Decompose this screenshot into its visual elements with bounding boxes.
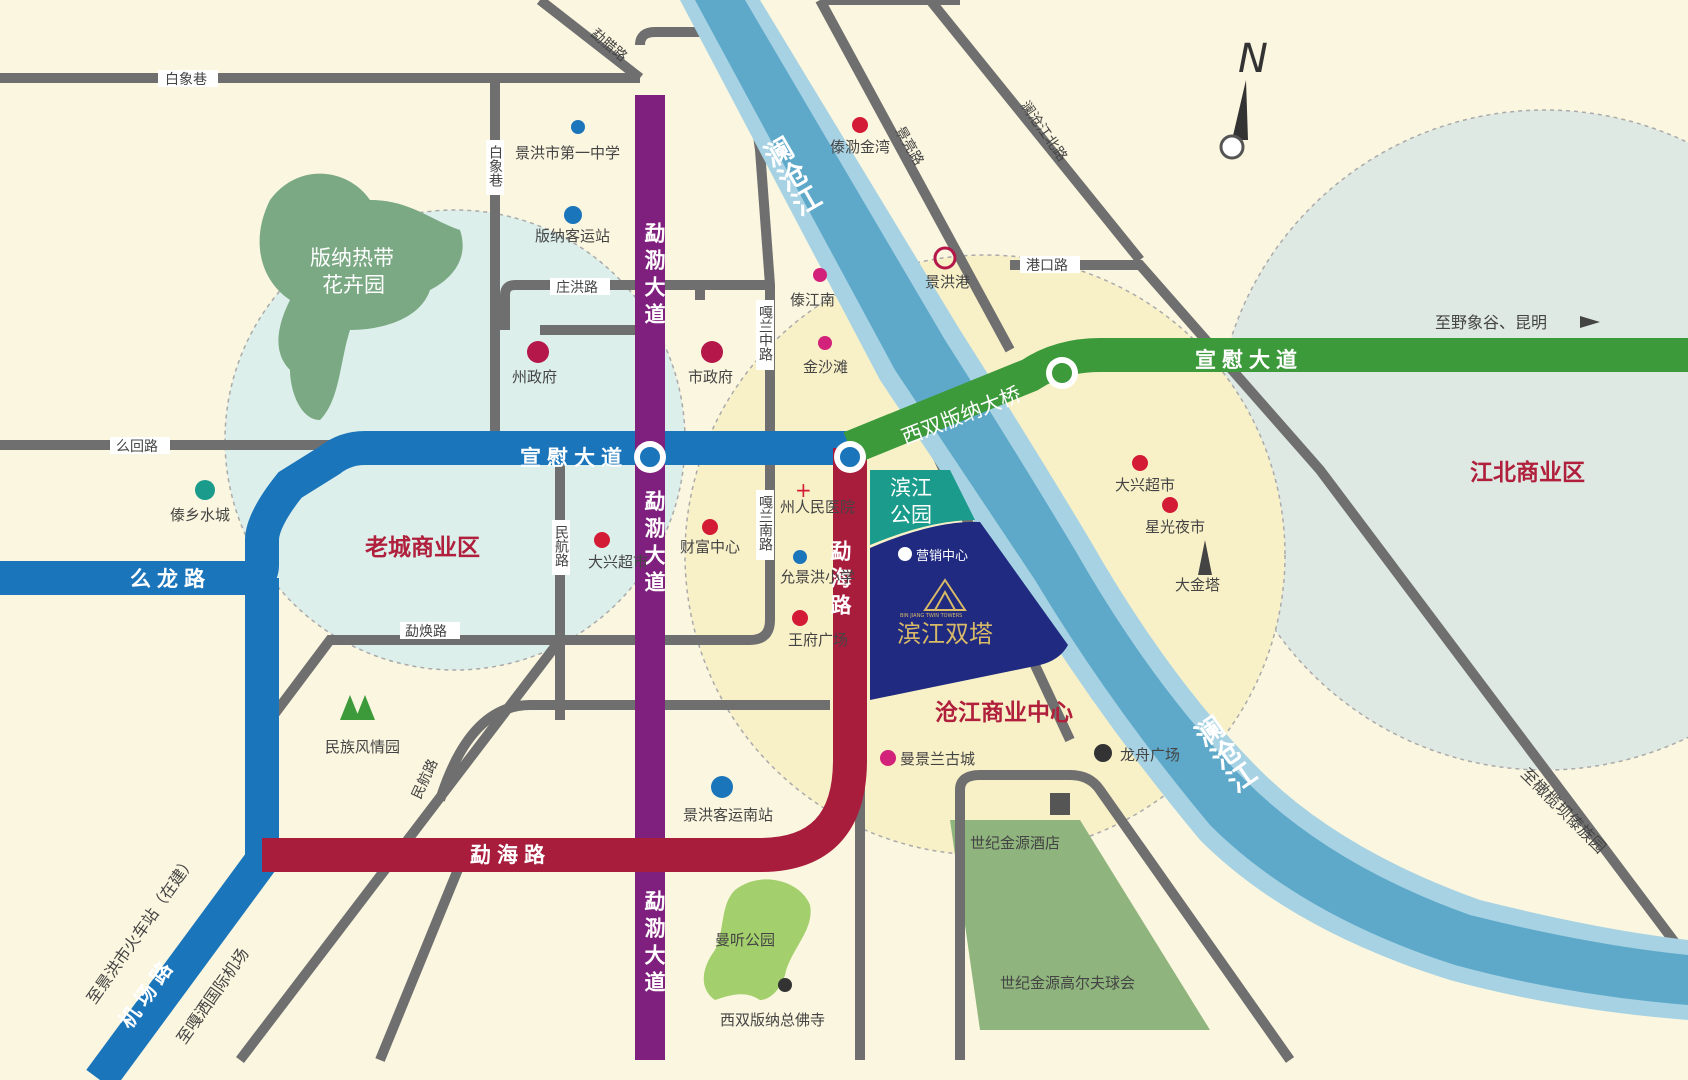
poi-hospital: 州人民医院	[780, 498, 855, 516]
food-icon	[813, 268, 827, 282]
xuanwei-avenue-route	[0, 431, 850, 595]
school-icon	[793, 550, 807, 564]
sales-center-label: 营销中心	[916, 549, 968, 564]
mengla-label-3: 勐泐大道	[642, 890, 666, 998]
poi-manting-park: 曼听公园	[715, 931, 775, 949]
road-baixiang-h: 白象巷	[165, 72, 207, 88]
poi-xingguang: 星光夜市	[1145, 518, 1205, 536]
project-logo-icon	[923, 578, 967, 611]
bus-icon	[711, 776, 733, 798]
road-menghuan: 勐焕路	[405, 623, 447, 640]
xuanwei-west-label: 宣慰大道	[520, 446, 628, 470]
shop-icon	[702, 519, 718, 535]
poi-dajinta: 大金塔	[1175, 576, 1220, 594]
poi-markers: 景洪市第一中学 版纳客运站 州政府 市政府 傣江南 金沙滩 傣泐金湾 景洪港 +…	[170, 117, 1220, 1029]
road-yaohui: 么回路	[116, 439, 158, 455]
road-minhang: 民航路	[553, 525, 569, 567]
compass-needle-icon	[1232, 80, 1248, 140]
old-city-district-label: 老城商业区	[364, 534, 480, 561]
poi-daimeng-jinwan: 傣泐金湾	[830, 138, 890, 156]
jiangbei-district-label: 江北商业区	[1470, 459, 1585, 486]
menghai-road-route	[262, 448, 867, 872]
compass-base-icon	[1219, 134, 1245, 160]
poi-daijiangnan: 傣江南	[790, 291, 835, 309]
tropical-garden-shape	[259, 173, 463, 420]
menghai-horizontal-label: 勐海路	[470, 843, 551, 867]
compass: N	[1219, 36, 1268, 160]
tropical-garden-label-2: 花卉园	[322, 273, 385, 297]
food-icon	[880, 750, 896, 766]
sales-center-icon	[898, 547, 912, 561]
port-wheel-icon	[933, 246, 957, 270]
menghai-vertical-label: 勐海路	[828, 540, 852, 621]
riverside-park-label-1: 滨江	[890, 476, 932, 500]
poi-golf: 世纪金源高尔夫球会	[1000, 974, 1135, 992]
gov-star-icon	[701, 341, 723, 363]
poi-manjinglan: 曼景兰古城	[900, 750, 975, 768]
riverside-park-label-2: 公园	[890, 503, 932, 527]
jiangbei-zone	[1214, 109, 1688, 771]
dragon-boat-icon	[1094, 744, 1112, 762]
tree-icon	[340, 695, 375, 720]
golf-course-shape	[950, 820, 1210, 1030]
poi-school: 景洪市第一中学	[515, 144, 620, 162]
poi-zhou-gov: 州政府	[512, 368, 557, 386]
poi-wangfu: 王府广场	[788, 631, 848, 649]
hotel-icon	[1050, 793, 1070, 815]
shop-icon	[1162, 497, 1178, 513]
poi-yunjinghong: 允景洪小学	[780, 568, 855, 586]
shop-icon	[594, 532, 610, 548]
xuanwei-east-label: 宣慰大道	[1195, 348, 1303, 372]
poi-daxing-1: 大兴超市	[588, 553, 648, 571]
manting-park-shape	[703, 879, 811, 1000]
road-baixiang-v: 白象巷	[487, 145, 503, 187]
temple-icon	[778, 978, 792, 992]
shop-icon	[852, 117, 868, 133]
project-name-label: 滨江双塔	[897, 620, 993, 648]
project-en-label: BIN JIANG TWIN TOWERS	[900, 613, 962, 619]
shop-icon	[792, 610, 808, 626]
mengla-label-2: 勐泐大道	[642, 490, 666, 598]
poi-buddha-temple: 西双版纳总佛寺	[720, 1011, 825, 1029]
poi-south-bus: 景洪客运南站	[683, 806, 773, 824]
mengla-label-1: 勐泐大道	[642, 222, 666, 330]
road-galan-nan: 嘎兰南路	[757, 495, 773, 551]
bus-icon	[564, 206, 582, 224]
arrow-right-icon	[1580, 316, 1600, 328]
junction-markers	[634, 357, 1078, 473]
hospital-cross-icon: +	[795, 478, 812, 502]
cangjiang-district-label: 沧江商业中心	[935, 699, 1073, 726]
shop-icon	[1132, 455, 1148, 471]
project-site-area	[870, 521, 1068, 700]
gov-star-icon	[527, 341, 549, 363]
food-icon	[818, 336, 832, 350]
dest-kunming: 至野象谷、昆明	[1435, 313, 1547, 332]
poi-caifu: 财富中心	[680, 538, 740, 556]
road-galan-zhong: 嘎兰中路	[757, 305, 773, 361]
poi-daixiang: 傣乡水城	[170, 506, 230, 524]
poi-shi-gov: 市政府	[688, 368, 733, 386]
home-icon	[195, 480, 215, 500]
road-port: 港口路	[1026, 258, 1068, 274]
riverside-park-area	[870, 470, 975, 545]
river-water	[695, 0, 1688, 1005]
poi-daxing-2: 大兴超市	[1115, 476, 1175, 494]
poi-minzu-park: 民族风情园	[325, 738, 400, 756]
school-icon	[571, 120, 585, 134]
poi-jinshatan: 金沙滩	[803, 358, 848, 376]
poi-longzhou: 龙舟广场	[1120, 746, 1180, 764]
pagoda-icon	[1198, 540, 1212, 575]
poi-bus-station: 版纳客运站	[535, 227, 610, 245]
yaolong-label: 么龙路	[130, 567, 211, 591]
road-zhuanghong: 庄洪路	[556, 279, 598, 296]
poi-port: 景洪港	[925, 273, 970, 291]
north-label: N	[1238, 36, 1268, 82]
poi-shiji-hotel: 世纪金源酒店	[970, 834, 1060, 852]
tropical-garden-label-1: 版纳热带	[310, 246, 394, 270]
